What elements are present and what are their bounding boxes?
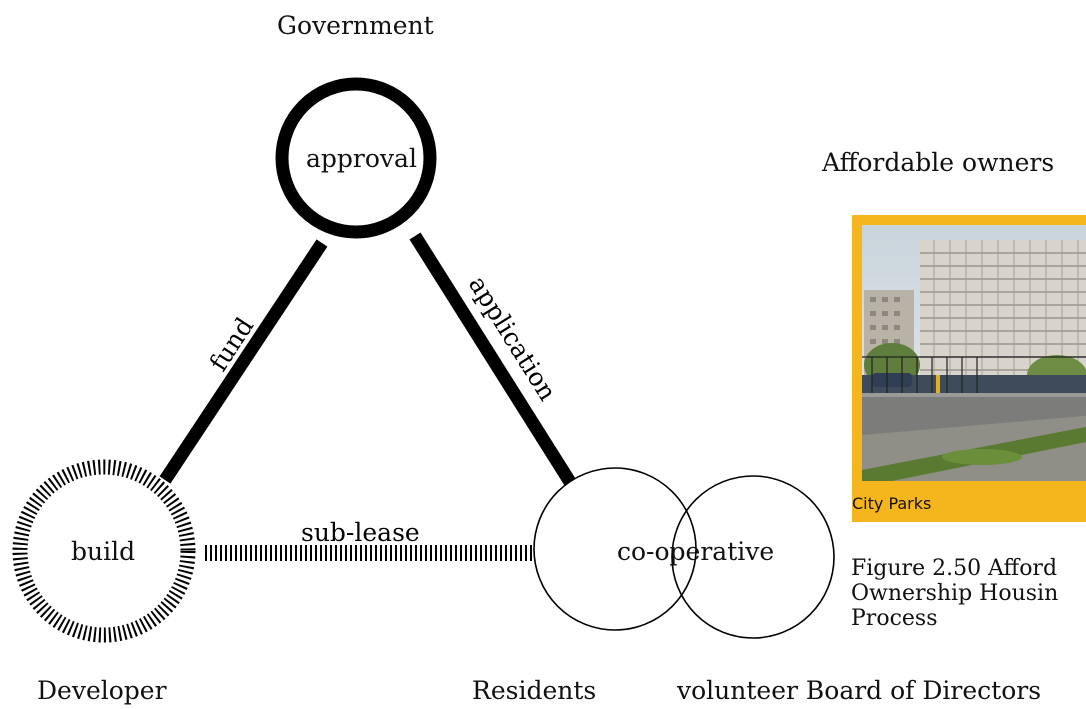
photo-frame: City Parks xyxy=(852,215,1086,522)
board-label: volunteer Board of Directors xyxy=(677,676,1042,705)
developer-label: Developer xyxy=(37,676,167,705)
building-photo xyxy=(862,225,1086,481)
fund-edge xyxy=(159,239,328,484)
sublease-label: sub-lease xyxy=(301,518,420,547)
build-label: build xyxy=(71,537,136,566)
government-label: Government xyxy=(277,11,434,40)
approval-node xyxy=(275,77,437,239)
board-node xyxy=(671,475,835,639)
build-node xyxy=(12,459,196,643)
application-edge xyxy=(409,232,576,486)
approval-label: approval xyxy=(306,144,417,173)
photo-credit: City Parks xyxy=(852,494,932,513)
cooperative-node xyxy=(533,467,697,631)
residents-label: Residents xyxy=(472,676,597,705)
cooperative-label: co-operative xyxy=(617,537,775,566)
side-title: Affordable owners xyxy=(822,148,1055,177)
figure-caption: Figure 2.50 Afford Ownership Housin Proc… xyxy=(851,556,1059,631)
